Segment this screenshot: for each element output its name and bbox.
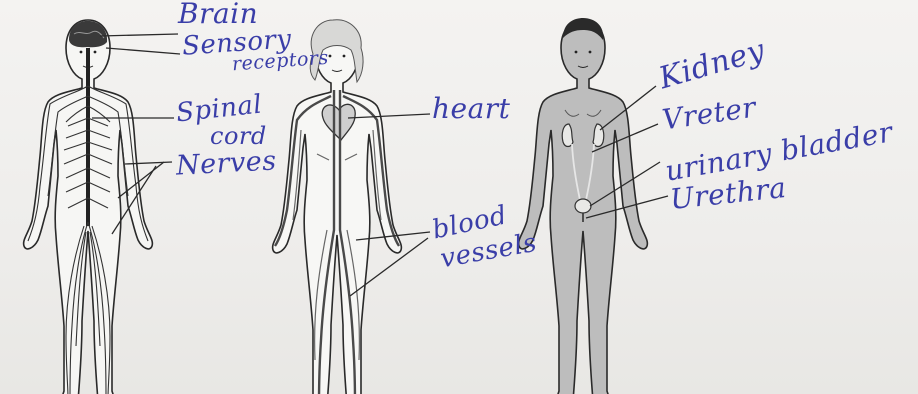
- label-heart: heart: [432, 95, 510, 123]
- label-nerves: Nerves: [175, 147, 277, 179]
- bladder-shape: [575, 199, 591, 213]
- urinary-system-figure: [519, 18, 648, 394]
- label-brain: Brain: [178, 0, 258, 28]
- nervous-system-figure: [24, 20, 153, 394]
- label-spinal-cord-line2: cord: [210, 124, 267, 148]
- circulatory-system-figure: [273, 20, 402, 394]
